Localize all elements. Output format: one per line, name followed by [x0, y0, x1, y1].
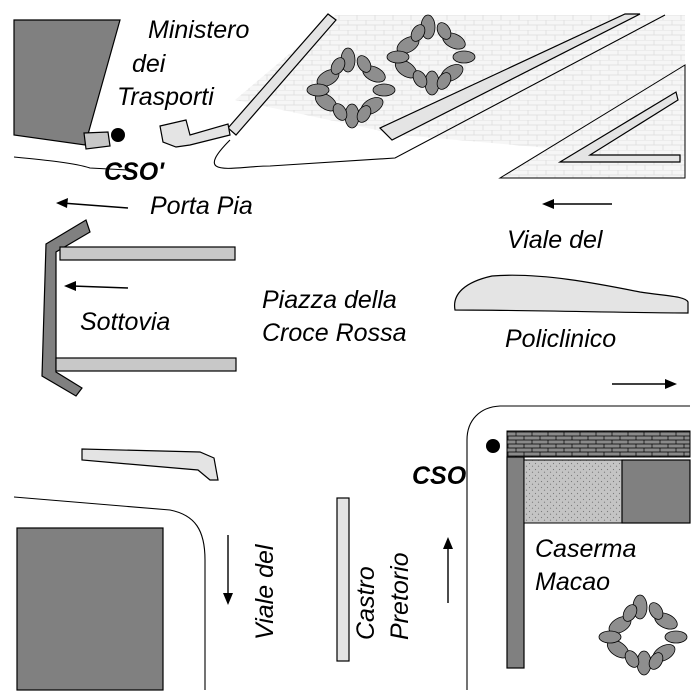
direction-arrow-icon [542, 199, 612, 209]
curb-south-east [466, 405, 690, 690]
label-viale-del-right: Viale del [507, 226, 604, 254]
label-cso-south: CSO [412, 462, 467, 490]
label-pretorio: Pretorio [386, 552, 414, 640]
median-castro-pretorio [336, 497, 350, 662]
caserma-building [621, 459, 691, 524]
direction-arrow-icon [64, 281, 129, 291]
label-piazza-line1: Piazza della [262, 286, 397, 314]
direction-arrow-icon [223, 535, 233, 605]
traffic-island-policlinico [454, 274, 689, 314]
label-piazza-line2: Croce Rossa [262, 319, 407, 347]
label-viale-del-vertical: Viale del [251, 543, 279, 640]
gate-structure [159, 119, 231, 148]
label-cso-north: CSO' [104, 158, 165, 186]
direction-arrow-icon [56, 198, 129, 209]
curb-north-central [213, 14, 666, 169]
label-porta-pia: Porta Pia [150, 192, 253, 220]
label-castro: Castro [352, 566, 380, 640]
label-ministero-line1: Ministero [148, 16, 250, 44]
underpass-wall [41, 219, 91, 397]
boundary-wall-north-diagonal [227, 13, 337, 136]
label-caserma-line1: Caserma [535, 535, 637, 563]
label-policlinico: Policlinico [505, 325, 616, 353]
curb-south-west [13, 496, 206, 690]
label-ministero-line2: dei [132, 50, 167, 78]
traffic-island-south-west [81, 448, 219, 481]
label-ministero-line3: Trasporti [117, 83, 215, 111]
traffic-island-north-east [498, 64, 686, 179]
block-south-west [16, 527, 164, 691]
traffic-island-inner [557, 91, 681, 163]
direction-arrow-icon [443, 537, 453, 603]
caserma-brick-wall [506, 430, 691, 458]
ministero-building [13, 19, 121, 146]
tree-canopy-icon [306, 47, 396, 129]
ministero-annex [83, 131, 111, 150]
tree-canopy-icon [386, 14, 476, 96]
boundary-wall-north-bottom [378, 13, 641, 141]
curb-north-west [13, 156, 129, 171]
caserma-wall-vertical [506, 456, 525, 669]
caserma-courtyard [523, 459, 623, 524]
label-sottovia: Sottovia [80, 308, 170, 336]
tree-canopy-icon [598, 594, 688, 676]
label-caserma-line2: Macao [535, 568, 610, 596]
sensor-dot-north [111, 128, 125, 142]
underpass-lane-top [59, 246, 236, 261]
direction-arrow-icon [612, 379, 677, 389]
underpass-lane-bottom [55, 357, 237, 372]
sensor-dot-south [486, 439, 500, 453]
